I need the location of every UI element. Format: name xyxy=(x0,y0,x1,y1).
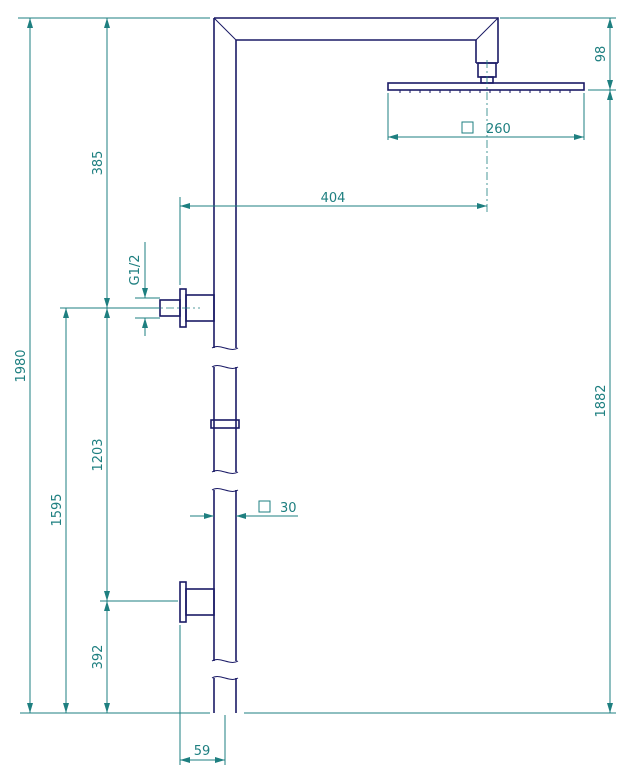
dim-thread: G1/2 xyxy=(128,255,143,286)
dim-pipe-size: 30 xyxy=(280,501,297,516)
pipe-break-2 xyxy=(211,365,239,369)
pipe-break-top xyxy=(211,346,239,350)
dimension-lines xyxy=(18,17,616,765)
dim-outlet-spacing: 1203 xyxy=(91,438,106,471)
center-lines xyxy=(150,60,488,309)
lower-outlet-body xyxy=(185,588,215,616)
dim-lower-outlet-height: 392 xyxy=(91,645,106,670)
shower-arm xyxy=(214,17,499,63)
dim-arm-reach: 404 xyxy=(321,191,346,206)
dim-head-size: 260 xyxy=(486,122,511,137)
pipe-break-3 xyxy=(211,470,239,474)
dim-head-drop: 385 xyxy=(91,151,106,176)
square-symbol-260 xyxy=(461,121,474,134)
pipe-break-5 xyxy=(211,659,239,663)
square-symbol-30 xyxy=(258,500,271,513)
dimension-labels: 1980 385 1595 1203 392 1882 98 G1/2 260 … xyxy=(14,46,609,759)
dim-wall-offset: 59 xyxy=(194,744,211,759)
pipe-break-4 xyxy=(211,488,239,492)
dim-head-thickness: 98 xyxy=(594,46,609,63)
riser-pipe-upper xyxy=(213,18,237,348)
shower-head xyxy=(387,82,585,91)
lower-wall-flange xyxy=(179,581,187,623)
riser-pipe-bottom xyxy=(213,678,237,713)
shower-head-nozzles xyxy=(399,90,571,93)
dim-total-height: 1980 xyxy=(14,349,29,382)
arm-elbow-inner xyxy=(213,17,499,41)
dim-outlet-height: 1595 xyxy=(50,493,65,526)
shower-column xyxy=(159,17,585,713)
pipe-coupling xyxy=(210,419,240,429)
pipe-break-6 xyxy=(211,676,239,680)
dim-head-height: 1882 xyxy=(594,384,609,417)
riser-pipe-lower xyxy=(213,490,237,661)
